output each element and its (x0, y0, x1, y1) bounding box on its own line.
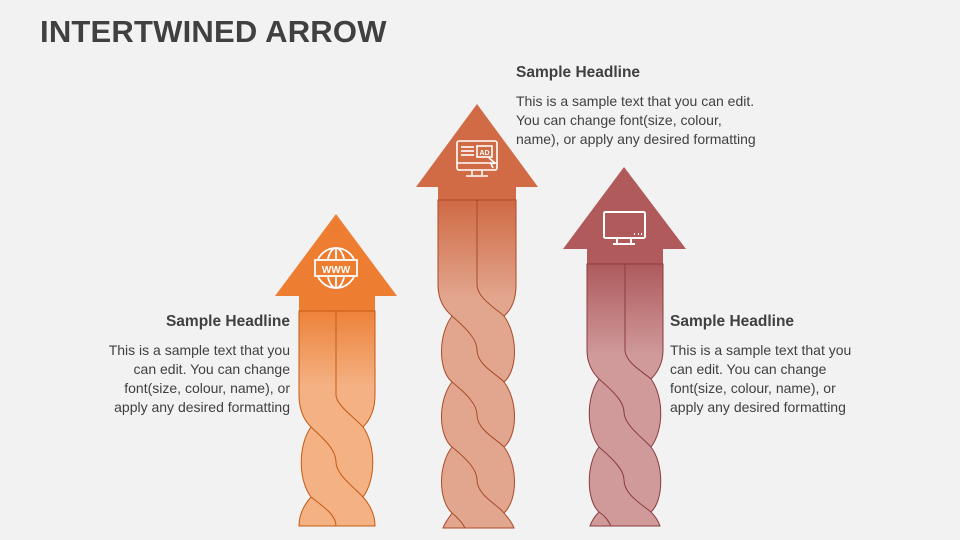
monitor-icon (603, 211, 646, 245)
body-text: This is a sample text that you can edit.… (670, 342, 852, 415)
body-text: This is a sample text that you can edit.… (516, 93, 756, 147)
arrow-center: AD (416, 104, 538, 529)
arrow-left: WWW (275, 214, 397, 527)
svg-text:WWW: WWW (322, 265, 351, 276)
www-globe-icon: WWW (314, 247, 358, 289)
text-block-center: Sample Headline This is a sample text th… (516, 64, 806, 149)
svg-text:AD: AD (479, 150, 489, 157)
headline: Sample Headline (516, 64, 641, 81)
body-text: This is a sample text that you can edit.… (108, 342, 290, 415)
text-block-right: Sample Headline This is a sample text th… (670, 313, 900, 417)
headline: Sample Headline (165, 313, 290, 330)
monitor-ad-icon: AD (456, 140, 498, 177)
text-block-left: Sample Headline This is a sample text th… (70, 313, 290, 417)
headline: Sample Headline (670, 313, 795, 330)
slide-title: INTERTWINED ARROW (40, 14, 387, 49)
arrow-right (563, 167, 686, 527)
